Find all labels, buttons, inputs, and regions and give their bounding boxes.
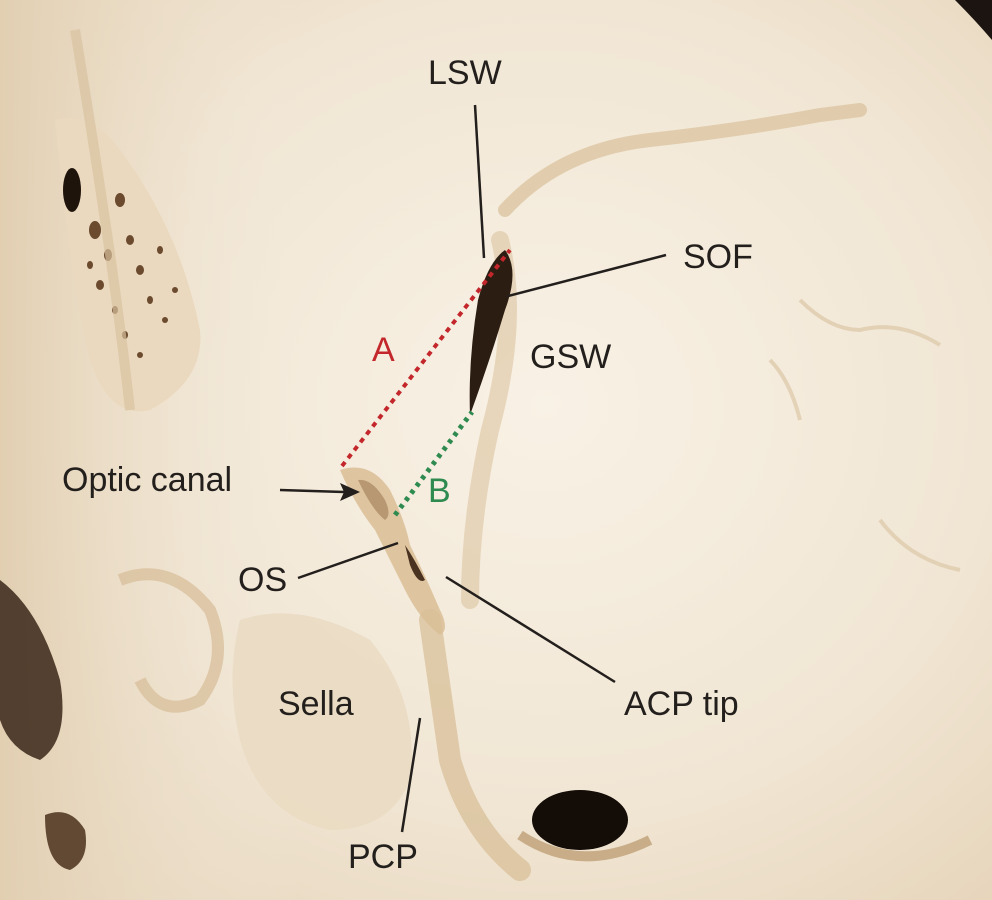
label-line-b: B — [428, 472, 451, 510]
label-pcp: PCP — [348, 838, 418, 876]
corner-shadow — [955, 0, 992, 40]
dorsum-ridge — [419, 609, 531, 881]
anterior-clinoid — [340, 467, 445, 635]
label-sella: Sella — [278, 685, 354, 723]
leader-acp — [445, 575, 616, 684]
leader-os — [297, 541, 399, 580]
foramen — [532, 790, 628, 850]
label-sof: SOF — [683, 238, 753, 276]
label-gsw: GSW — [530, 338, 612, 376]
line-b — [392, 410, 475, 517]
arrow-head-icon — [340, 483, 360, 501]
surface-cracks — [768, 298, 961, 572]
label-optic-canal: Optic canal — [62, 461, 233, 499]
leader-optic — [279, 488, 345, 494]
sella-fossa — [232, 613, 412, 830]
leader-lines — [279, 104, 667, 833]
leader-sof — [507, 253, 667, 298]
clinoid-dark-gap — [405, 545, 425, 581]
left-cavity-1 — [0, 580, 63, 760]
label-acp-tip: ACP tip — [624, 685, 739, 723]
label-line-a: A — [372, 331, 395, 369]
leader-pcp — [400, 717, 422, 833]
left-cavity-2 — [45, 812, 86, 870]
left-fold — [117, 568, 224, 713]
ethmoid-region — [55, 118, 201, 412]
label-os: OS — [238, 561, 288, 599]
greater-wing-ridge — [498, 103, 867, 217]
leader-lsw — [473, 104, 486, 259]
superior-orbital-fissure — [469, 250, 513, 415]
optic-canal-shadow — [358, 479, 389, 520]
foramen-rim — [517, 830, 653, 862]
label-lsw: LSW — [428, 54, 502, 92]
crista-ridge — [70, 29, 135, 411]
